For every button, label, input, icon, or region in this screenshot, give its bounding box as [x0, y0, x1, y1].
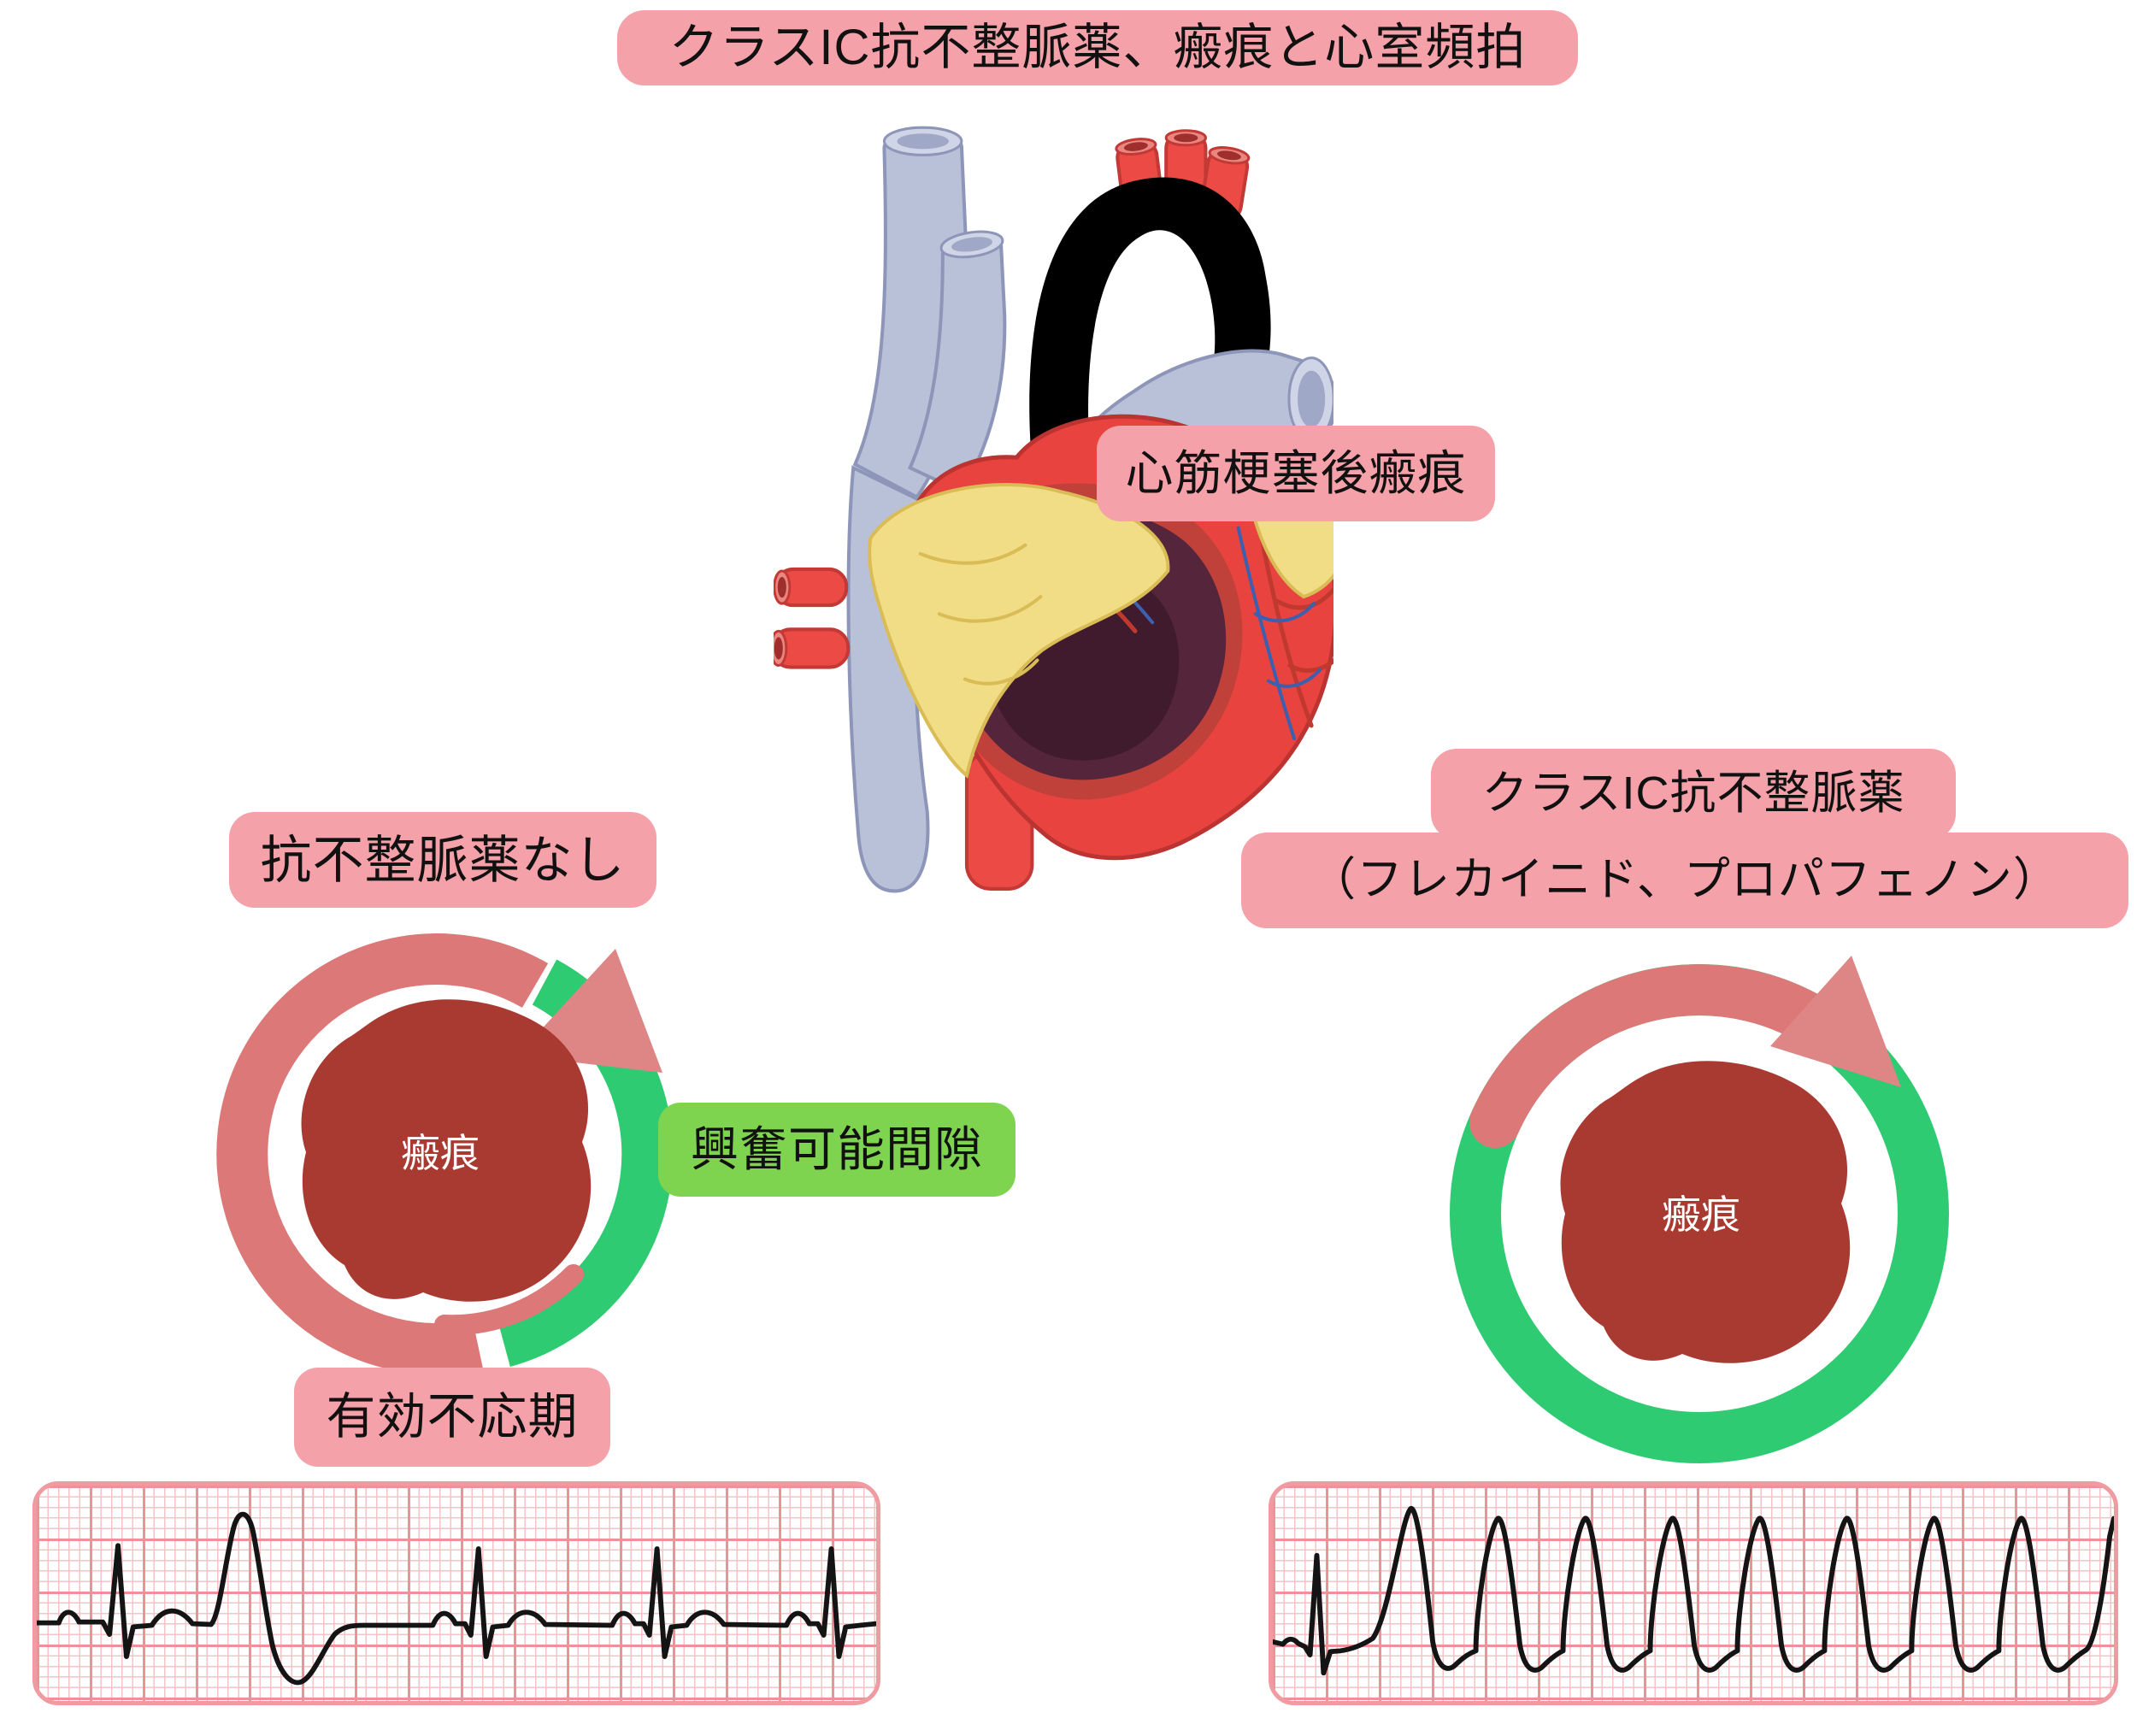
ecg-waveform [37, 1511, 876, 1686]
excitable-gap-label: 興奮可能間隙 [658, 1103, 1016, 1197]
ecg-strip-sinus-with-pvc [32, 1481, 880, 1705]
reentry-arrow-icon [1770, 956, 1901, 1087]
ecg-trace [37, 1511, 876, 1686]
scar-text: 瘢痕 [401, 1131, 480, 1175]
page-title: クラスIC抗不整脈薬、瘢痕と心室頻拍 [617, 10, 1578, 85]
left-panel-title: 抗不整脈薬なし [229, 812, 656, 908]
refractory-ring [216, 933, 549, 1375]
right-panel-title-line1: クラスIC抗不整脈薬 [1431, 749, 1956, 839]
heart-illustration [774, 126, 1333, 893]
left-red-vessels [774, 567, 851, 669]
ecg-strip-ventricular-tachycardia [1269, 1481, 2118, 1705]
effective-refractory-period-label: 有効不応期 [294, 1368, 610, 1467]
reentry-diagram-no-drug: 瘢痕 [216, 933, 674, 1375]
ecg-trace [1273, 1506, 2114, 1676]
scar-blob [301, 999, 592, 1302]
post-mi-scar-label: 心筋梗塞後瘢痕 [1097, 426, 1495, 521]
ecg-waveform [1273, 1506, 2114, 1676]
right-panel-title-line2: （フレカイニド、プロパフェノン） [1241, 833, 2128, 928]
scar-text: 瘢痕 [1662, 1192, 1740, 1237]
scar-blob [1560, 1061, 1851, 1363]
reentry-diagram-class-ic: 瘢痕 [1450, 956, 1949, 1463]
refractory-arc [1469, 964, 1844, 1148]
